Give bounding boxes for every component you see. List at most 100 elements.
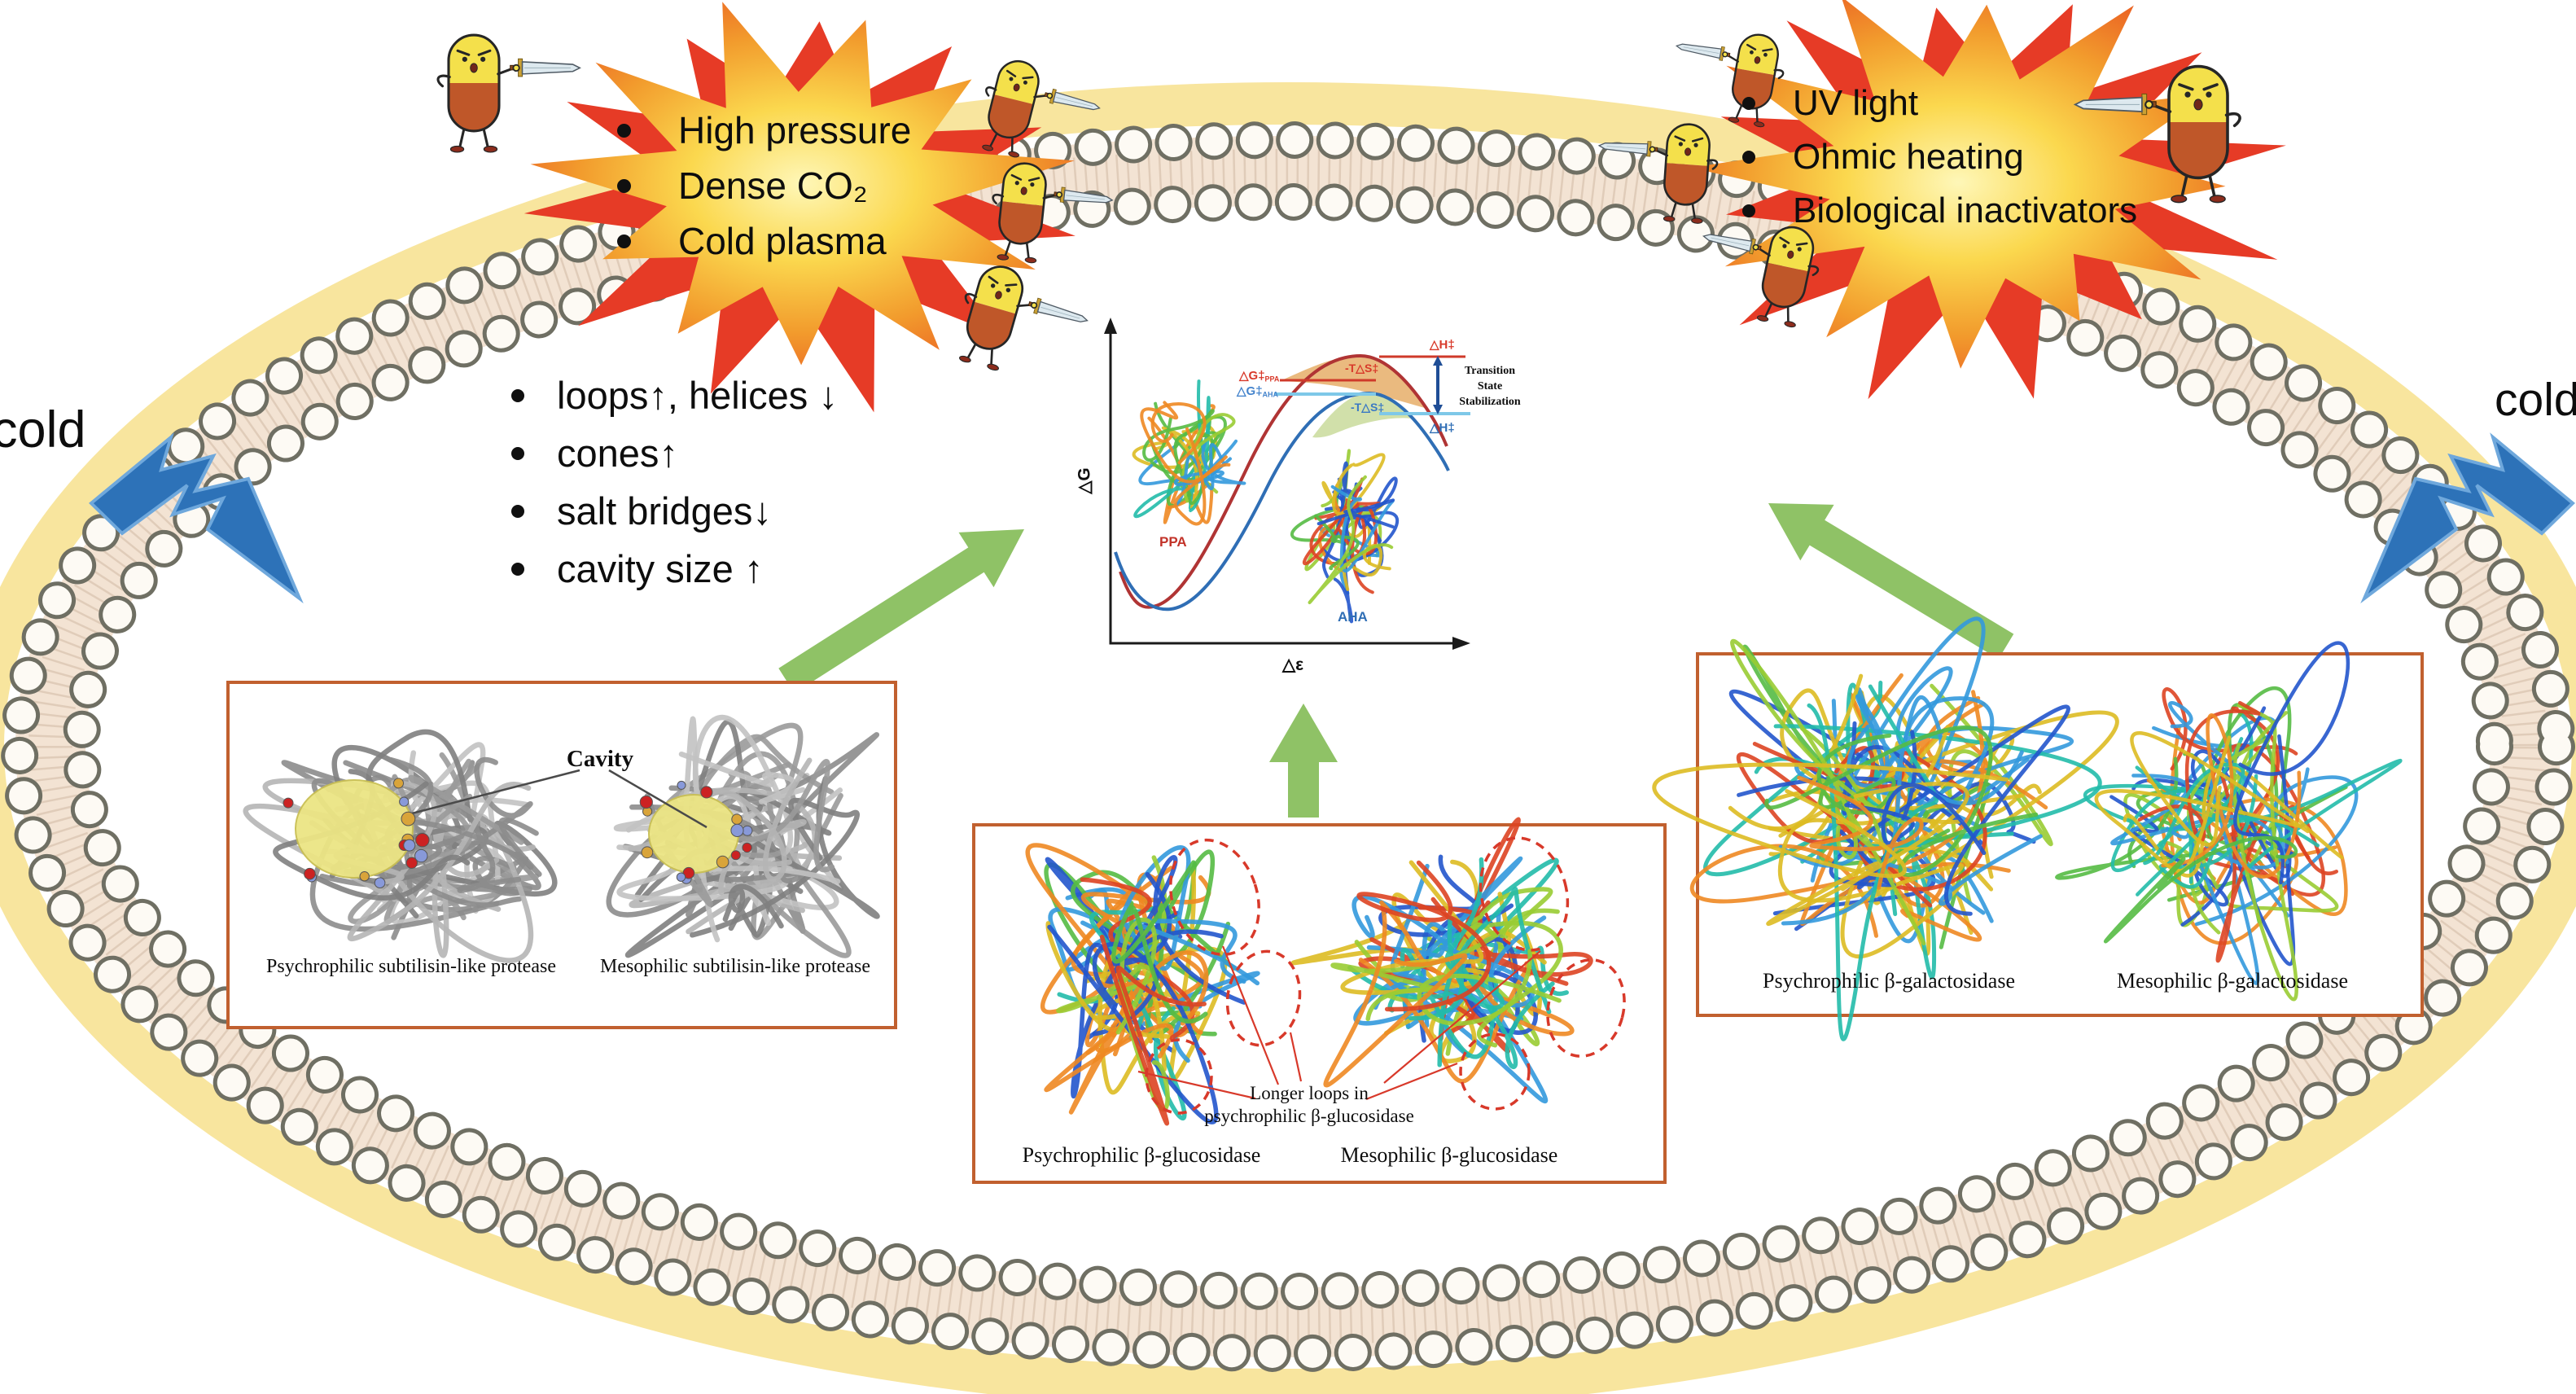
ribbon-strand	[722, 883, 784, 929]
loop-circle	[1169, 838, 1260, 957]
ribbon-strand	[1080, 877, 1195, 1041]
protease-active-site-atoms	[283, 778, 430, 888]
loops-annotation-line2: psychrophilic β-glucosidase	[1204, 1106, 1414, 1126]
ribbon-strand	[1437, 887, 1552, 1067]
ribbon-strand	[1766, 782, 1969, 927]
axes	[1109, 327, 1464, 645]
ribbon-strand	[1080, 875, 1211, 1029]
panel-caption: Psychrophilic β-glucosidase	[1022, 1143, 1261, 1167]
panel-caption: Mesophilic β-glucosidase	[1340, 1143, 1558, 1167]
green-arrow-icon	[1768, 503, 2014, 660]
list-item: High pressure	[617, 103, 911, 158]
atom-sphere	[393, 778, 404, 789]
panel-caption: Psychrophilic subtilisin-like protease	[266, 956, 556, 977]
ribbon-strand	[1308, 475, 1394, 604]
x-axis-arrowhead	[1452, 637, 1470, 650]
ribbon-strand	[690, 797, 860, 938]
starburst-icon	[1690, 0, 2226, 369]
ribbon-strand	[678, 751, 806, 804]
ribbon-strand	[1323, 904, 1468, 1088]
label-tds-ppa: -T△S‡	[1345, 362, 1379, 375]
bullet-dot-icon	[511, 504, 524, 518]
pill-warrior-icon	[436, 33, 581, 154]
bullet-dot-icon	[511, 388, 524, 402]
bullet-dot-icon	[511, 446, 524, 460]
dg-aha-sub: AHA	[1262, 390, 1279, 399]
aha-structure	[1290, 449, 1400, 624]
psychrophilic-galactosidase-structure	[1652, 616, 2119, 1041]
transition-state-annotation: Transition State Stabilization	[1451, 363, 1529, 410]
label-tds-aha: -T△S‡	[1351, 401, 1385, 414]
aha-curve-label: AHA	[1338, 609, 1368, 625]
list-item: cones↑	[511, 424, 838, 482]
atom-sphere	[730, 823, 744, 838]
loop-highlights	[1145, 836, 1626, 1115]
list-item: Cold plasma	[617, 213, 911, 269]
atom-sphere	[415, 832, 430, 848]
ribbon-strand	[2233, 641, 2350, 885]
atom-sphere	[399, 796, 410, 807]
loop-circle	[1145, 1038, 1213, 1115]
green-arrows	[778, 503, 2014, 818]
ribbon-strand	[2215, 772, 2339, 963]
dg-ppa-main: △G‡	[1239, 369, 1265, 383]
ribbon-strand	[1847, 694, 2024, 805]
bullet-dot-icon	[617, 178, 631, 193]
ribbon-strand	[1797, 775, 1924, 890]
label-dg-aha: △G‡AHA	[1237, 384, 1278, 398]
atom-sphere	[639, 795, 653, 809]
pill-warrior-icon	[947, 257, 1097, 392]
y-axis-arrowhead	[1104, 318, 1117, 334]
ribbon-strand	[1764, 725, 2039, 877]
entropy-shade-ppa	[1280, 356, 1425, 408]
ribbon-strand	[1111, 860, 1208, 1024]
cavity-blob	[295, 779, 414, 879]
ribbon-strand	[2130, 731, 2310, 847]
ribbon-strand	[1829, 704, 2070, 916]
ribbon-strand	[2109, 795, 2229, 907]
atom-sphere	[401, 811, 416, 826]
ribbon-strand	[1173, 470, 1224, 487]
inactivation-methods-right: UV light Ohmic heating Biological inacti…	[1742, 77, 2137, 238]
atom-sphere	[641, 846, 654, 859]
outer-head-row	[5, 125, 2571, 1368]
indicator-arrowhead-down	[1433, 405, 1443, 414]
atom-sphere	[405, 857, 418, 869]
ribbon-strand	[1321, 461, 1363, 579]
ribbon-strand	[2094, 735, 2301, 873]
ribbon-strand	[1417, 949, 1562, 1026]
ribbon-strand	[1340, 860, 1489, 995]
atom-sphere	[283, 797, 294, 809]
bullet-dot-icon	[511, 562, 524, 576]
ppa-structure	[1132, 379, 1246, 526]
ribbon-strand	[1730, 638, 1906, 860]
cell-membrane	[0, 82, 2576, 1394]
cold-label-right: cold	[2495, 374, 2576, 426]
list-item: Ohmic heating	[1742, 130, 2137, 184]
list-item: loops↑, helices ↓	[511, 366, 838, 424]
list-item: Biological inactivators	[1742, 184, 2137, 238]
loop-circle	[1479, 836, 1570, 952]
ribbon-strand	[2162, 687, 2298, 771]
protease-active-site-atoms	[639, 780, 753, 884]
ribbon-strand	[1689, 690, 1985, 938]
panel-caption: Mesophilic β-galactosidase	[2117, 969, 2348, 993]
x-axis-label: △ε	[1281, 655, 1304, 674]
stressor-label: UV light	[1793, 83, 1919, 123]
stressor-label: High pressure	[678, 109, 912, 151]
outer-yellow-band	[0, 82, 2576, 1394]
list-item: salt bridges↓	[511, 482, 838, 540]
adaptation-label: cavity size ↑	[557, 547, 764, 590]
cold-adaptation-list: loops↑, helices ↓ cones↑ salt bridges↓ c…	[511, 366, 838, 598]
ribbon-strand	[1373, 863, 1484, 1010]
ribbon-strand	[1142, 409, 1215, 462]
lipid-tails-texture	[28, 149, 2548, 1344]
ribbon-strand	[2103, 835, 2298, 944]
y-axis-label: △G	[1075, 467, 1094, 494]
atom-sphere	[700, 786, 713, 799]
atom-sphere	[359, 871, 370, 882]
bullet-dot-icon	[1742, 151, 1755, 164]
atom-sphere	[731, 813, 743, 826]
bullet-dot-icon	[1742, 204, 1755, 217]
